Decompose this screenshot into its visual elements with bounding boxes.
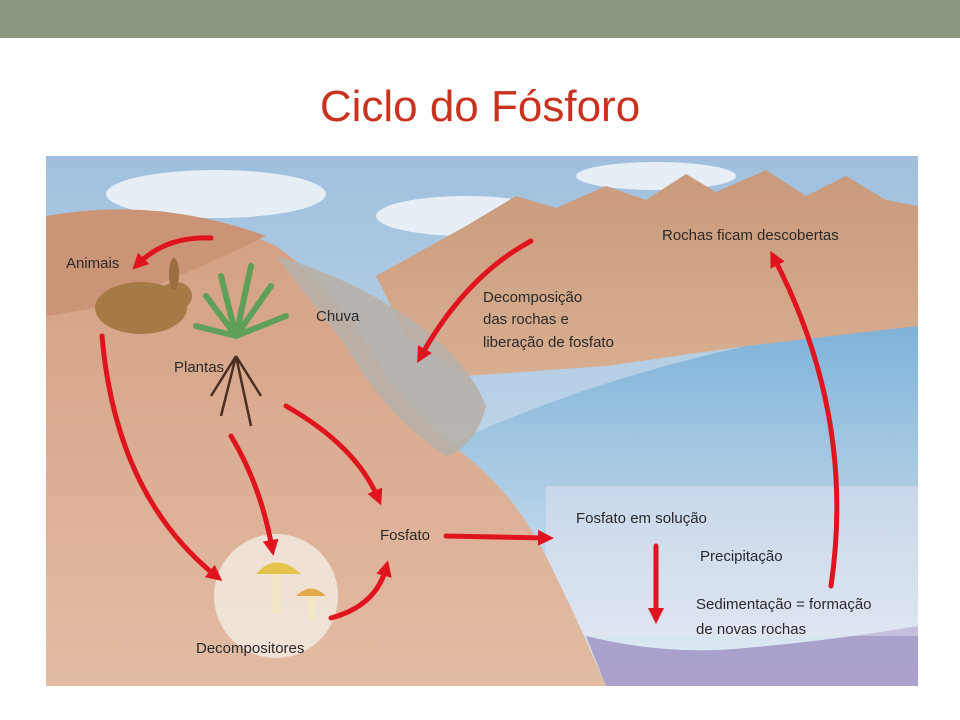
slide-title: Ciclo do Fósforo [319,82,641,131]
header-bar [0,0,960,38]
label-rochas: Rochas ficam descobertas [662,227,839,244]
arrow-phosphate-to-solution [443,529,554,546]
label-decomposicao-3: liberação de fosfato [483,334,614,351]
phosphorus-cycle-diagram: Animais Chuva Plantas Decomposição das r… [46,156,918,686]
mountains [376,170,918,376]
label-chuva: Chuva [316,308,360,325]
label-decompositores: Decompositores [196,640,304,657]
seabed-sediment [586,626,918,686]
arrow-plants-to-decomposers [228,433,279,556]
plant [193,263,289,427]
label-precipitacao: Precipitação [700,548,783,565]
arrow-animals-to-decomposers [99,333,223,582]
rabbit [95,258,192,334]
cycle-arrows [99,235,840,625]
phosphate-haze [546,486,918,636]
label-decomposicao-2: das rochas e [483,311,569,328]
arrow-rock-decomposition [417,238,534,363]
label-fosfato: Fosfato [380,527,430,544]
label-sedimentacao-2: de novas rochas [696,621,806,638]
land [46,210,606,686]
label-sedimentacao-1: Sedimentação = formação [696,596,872,613]
rocky-slope [276,256,486,456]
arrow-plants-to-animals [132,235,214,270]
label-animais: Animais [66,255,119,272]
label-plantas: Plantas [174,359,224,376]
label-decomposicao-1: Decomposição [483,289,582,306]
arrow-sediment-to-rocks [770,250,840,589]
water [426,326,918,686]
arrow-plants-to-phosphate [283,403,383,506]
label-fosfato-solucao: Fosfato em solução [576,510,707,527]
decomposers-illustration [214,534,338,658]
arrow-decomposers-to-phosphate [328,560,392,621]
